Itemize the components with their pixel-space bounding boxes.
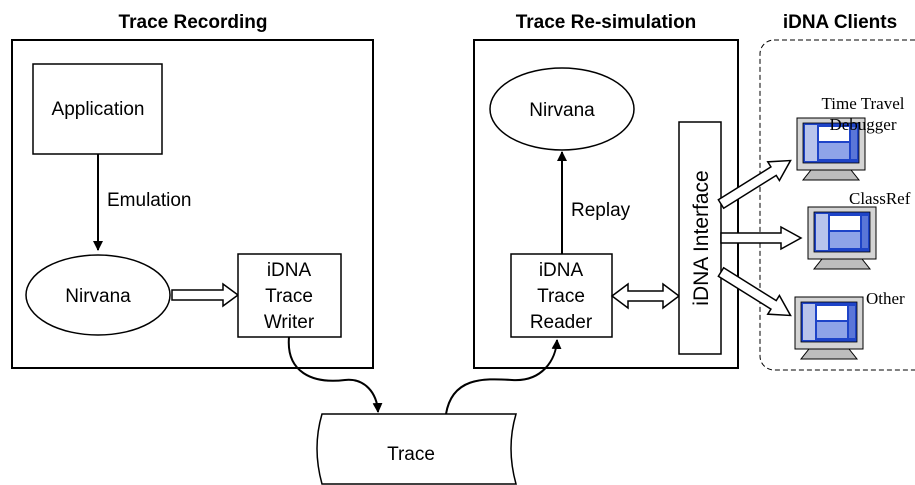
trace-writer-line-3: Writer [264, 312, 315, 333]
reader-interface-double-arrow [610, 282, 681, 310]
nirvana-to-writer-arrow [171, 282, 240, 308]
trace-reader-line-1: iDNA [539, 260, 584, 281]
resim-nirvana-label: Nirvana [529, 100, 595, 121]
client-other-label: Other [866, 289, 905, 308]
application-label: Application [52, 99, 145, 120]
section-title-resimulation: Trace Re-simulation [516, 12, 697, 33]
emulation-label: Emulation [107, 190, 192, 211]
trace-storage [316, 413, 518, 485]
interface-to-other-arrow [717, 266, 792, 317]
recording-nirvana-label: Nirvana [65, 286, 131, 307]
replay-label: Replay [571, 200, 631, 221]
recording-nirvana-node [25, 254, 171, 336]
trace-reader-line-3: Reader [530, 312, 593, 333]
trace-writer-line-1: iDNA [267, 260, 312, 281]
trace-writer-box [237, 253, 342, 338]
section-title-recording: Trace Recording [119, 12, 268, 33]
client-classref-label: ClassRef [849, 189, 911, 208]
interface-to-timetravel-arrow [717, 159, 792, 210]
writer-to-trace-curve [287, 336, 383, 413]
trace-reader-line-2: Trace [537, 286, 585, 307]
clients-panel [759, 39, 915, 371]
trace-storage-label: Trace [387, 444, 435, 465]
other-monitor-icon [794, 296, 864, 360]
resimulation-panel [473, 39, 739, 369]
client-timetravel-line-2: Debugger [829, 115, 896, 134]
resim-nirvana-node [489, 67, 635, 151]
client-timetravel-line-1: Time Travel [822, 94, 905, 113]
section-title-clients: iDNA Clients [783, 12, 897, 33]
recording-panel [11, 39, 374, 369]
classref-monitor-icon [807, 206, 877, 270]
trace-writer-line-2: Trace [265, 286, 313, 307]
idna-interface-label: iDNA Interface [690, 170, 713, 305]
trace-to-reader-curve [445, 339, 562, 415]
interface-to-classref-arrow [720, 225, 803, 251]
idna-interface-box [678, 121, 722, 355]
